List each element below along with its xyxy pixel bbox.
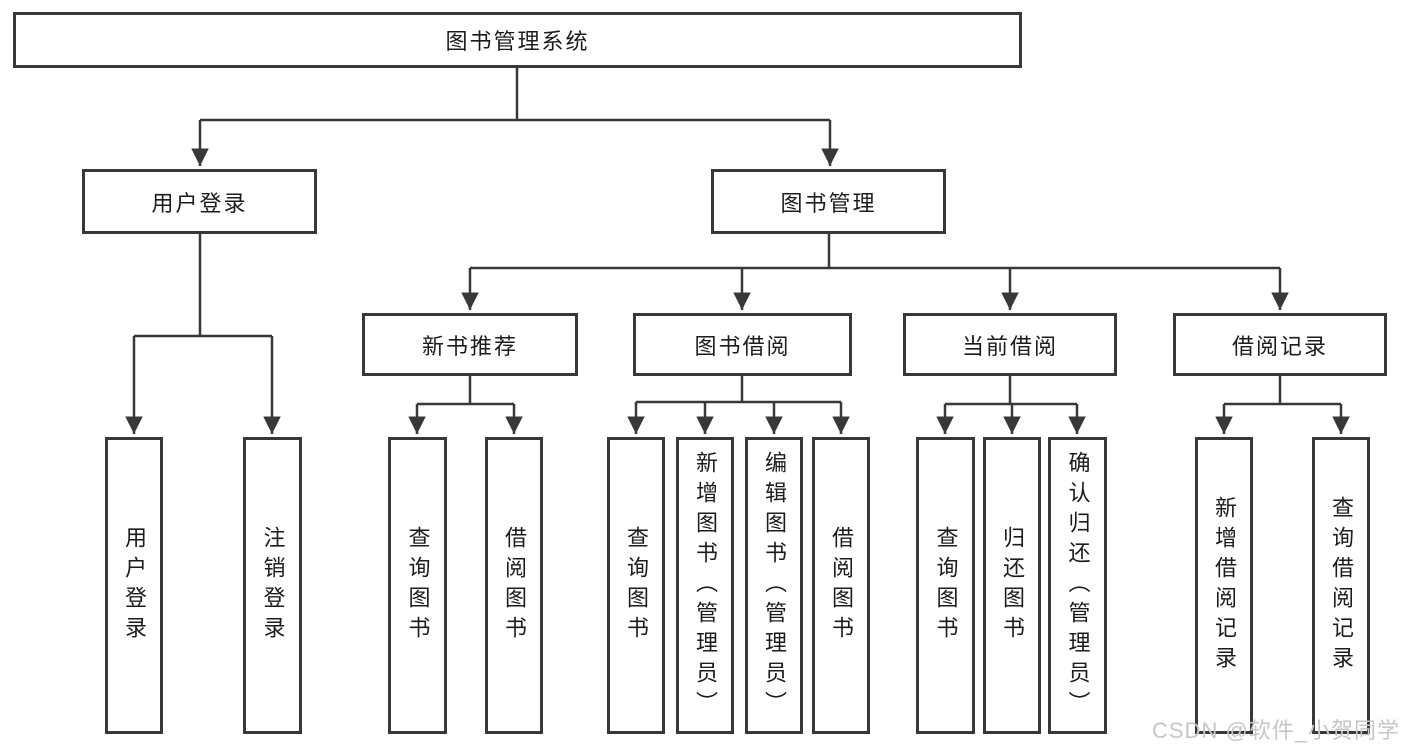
watermark: CSDN @软件_小贺同学 (1152, 718, 1401, 743)
node-user-login: 用户登录 (82, 169, 317, 234)
leaf-logout: 注销登录 (243, 437, 302, 734)
leaf-borrow-query-book: 查询图书 (607, 437, 665, 734)
node-library-system: 图书管理系统 (13, 12, 1022, 68)
leaf-borrow-add-book-admin: 新增图书（管理员） (676, 437, 734, 734)
leaf-current-confirm-return-admin: 确认归还（管理员） (1048, 437, 1107, 734)
leaf-query-borrow-record: 查询借阅记录 (1312, 437, 1370, 734)
node-book-management: 图书管理 (711, 169, 946, 234)
leaf-recommend-query-book: 查询图书 (388, 437, 447, 734)
leaf-user-login: 用户登录 (105, 437, 163, 734)
leaf-borrow-borrow-book: 借阅图书 (812, 437, 870, 734)
leaf-borrow-edit-book-admin: 编辑图书（管理员） (745, 437, 803, 734)
leaf-current-query-book: 查询图书 (916, 437, 975, 734)
leaf-current-return-book: 归还图书 (983, 437, 1041, 734)
leaf-recommend-borrow-book: 借阅图书 (485, 437, 543, 734)
leaf-add-borrow-record: 新增借阅记录 (1195, 437, 1253, 734)
node-new-book-recommend: 新书推荐 (362, 313, 578, 376)
node-book-borrow: 图书借阅 (633, 313, 852, 376)
node-borrow-records: 借阅记录 (1173, 313, 1387, 376)
node-current-borrow: 当前借阅 (903, 313, 1117, 376)
